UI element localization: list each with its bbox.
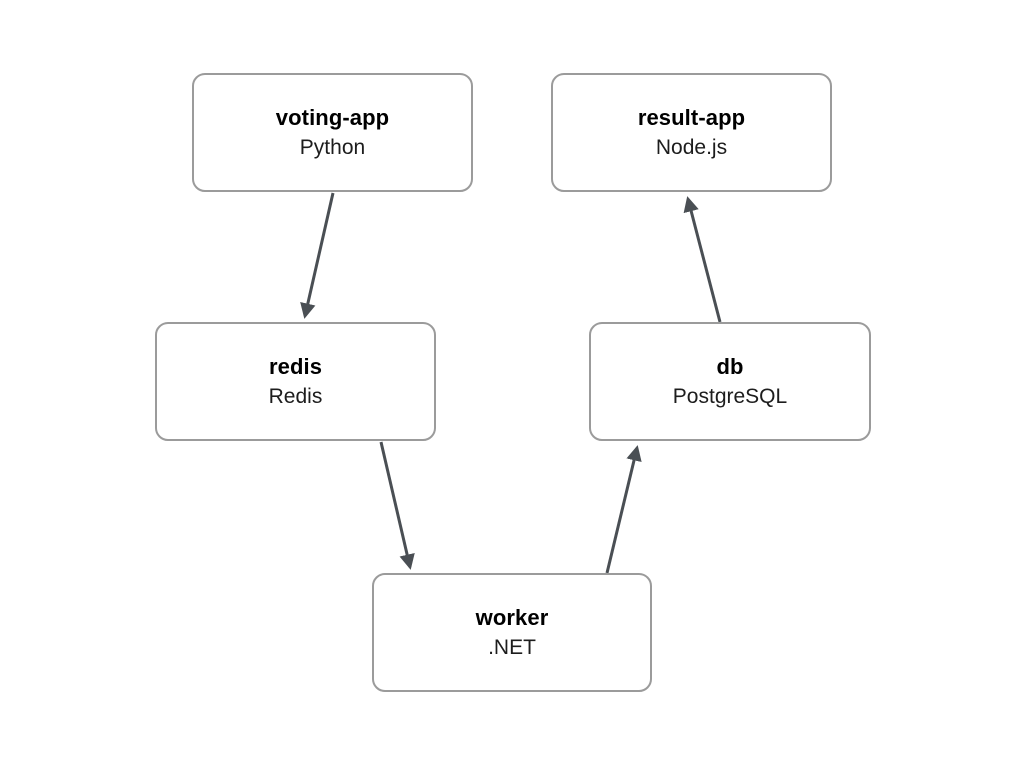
node-result-app-tech: Node.js — [655, 135, 728, 159]
node-redis[interactable]: redis Redis — [155, 322, 436, 441]
node-voting-app-tech: Python — [299, 135, 366, 159]
node-worker[interactable]: worker .NET — [372, 573, 652, 692]
node-db-tech: PostgreSQL — [672, 384, 788, 408]
node-worker-title: worker — [475, 604, 549, 630]
edge-db-to-result-app — [683, 196, 722, 323]
edge-worker-to-db — [605, 445, 642, 574]
node-result-app-title: result-app — [637, 104, 746, 130]
node-voting-app-title: voting-app — [275, 104, 390, 130]
edge-redis-to-worker — [379, 441, 415, 570]
edge-voting-app-to-redis — [300, 192, 335, 319]
node-redis-tech: Redis — [268, 384, 323, 408]
node-db[interactable]: db PostgreSQL — [589, 322, 871, 441]
node-voting-app[interactable]: voting-app Python — [192, 73, 473, 192]
node-db-title: db — [716, 353, 744, 379]
node-worker-tech: .NET — [488, 635, 536, 659]
node-redis-title: redis — [268, 353, 323, 379]
node-result-app[interactable]: result-app Node.js — [551, 73, 832, 192]
